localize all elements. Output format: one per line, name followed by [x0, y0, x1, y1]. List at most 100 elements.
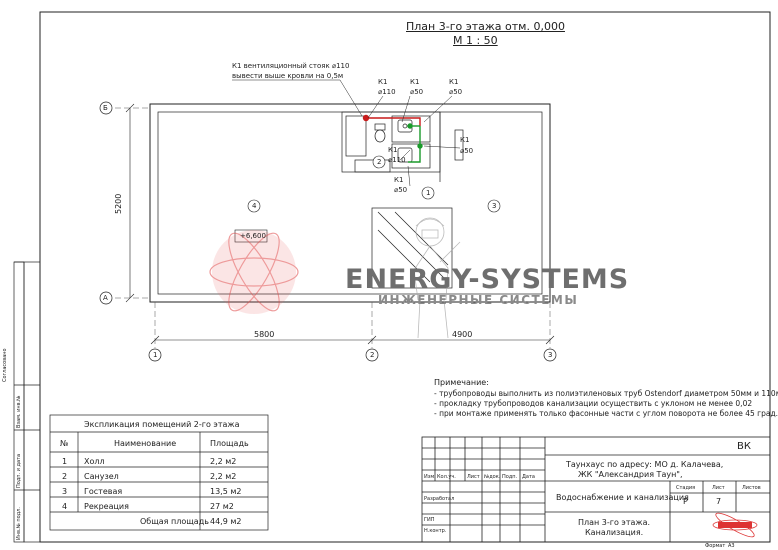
note-line: - при монтаже применять только фасонные … [434, 409, 778, 418]
axis-bubble-row-bottom [99, 291, 113, 305]
table-cell-name: Рекреация [84, 502, 129, 511]
pipe-label-dia: ⌀50 [394, 186, 408, 194]
stamp-sheet-label: Лист [712, 485, 725, 491]
pipe-label-dia: ⌀110 [378, 88, 396, 96]
table-cell-area: 27 м2 [210, 502, 234, 511]
pipe-label-dia: ⌀50 [460, 147, 474, 155]
leader-lines [232, 79, 461, 187]
stamp-format-label: Формат [705, 543, 726, 549]
margin-label: Подп. и дата [16, 453, 22, 488]
sewer-pipe-red [362, 114, 421, 126]
axis-label-col-1: 1 [153, 351, 158, 359]
stamp-role-developer: Разработал [424, 496, 455, 502]
explication-header-name: Наименование [114, 439, 177, 448]
room-circle-3 [487, 199, 501, 213]
dim-bottom-right: 4900 [452, 330, 473, 339]
table-cell-no: 3 [62, 487, 68, 496]
note-line: - трубопроводы выполнить из полиэтиленов… [434, 389, 778, 398]
stamp-sheet-title-1: План 3-го этажа. [578, 518, 651, 527]
axis-bubble-col-2 [365, 348, 379, 362]
pipe-label-name: К1 [378, 78, 388, 86]
stamp-address-2: ЖК "Александрия Таун", [578, 470, 683, 479]
dimension-lines [125, 103, 555, 345]
room-circle-1 [421, 186, 435, 200]
stamp-sheet-title-2: Канализация. [585, 528, 644, 537]
table-cell-name: Гостевая [84, 487, 123, 496]
margin-label: Согласовано [2, 348, 8, 382]
room-circle-4 [247, 199, 261, 213]
table-total-label: Общая площадь [140, 517, 209, 526]
pipe-label-name: К1 [449, 78, 459, 86]
pipe-label-name: К1 [394, 176, 404, 184]
watermark-atom-logo [209, 230, 299, 314]
dim-bottom-left: 5800 [254, 330, 275, 339]
sewer-pipe-green [407, 123, 423, 163]
axis-label-row-bottom: А [103, 294, 108, 302]
axis-bubble-row-top [99, 101, 113, 115]
margin-label: Инв.№ подл. [16, 507, 22, 540]
axis-bubble-col-1 [148, 348, 162, 362]
room-circle-2 [372, 155, 386, 169]
pipe-label-dia: ⌀50 [449, 88, 463, 96]
level-mark: +6,600 [240, 232, 266, 240]
axis-label-row-top: Б [103, 104, 108, 112]
stamp-section: Водоснабжение и канализация [556, 493, 689, 502]
table-cell-area: 13,5 м2 [210, 487, 242, 496]
note-line: - прокладку трубопроводов канализации ос… [434, 399, 753, 408]
table-cell-area: 2,2 м2 [210, 472, 237, 481]
table-cell-name: Санузел [84, 472, 119, 481]
table-cell-name: Холл [84, 457, 105, 466]
bathroom-partitions [341, 111, 464, 289]
stamp-sheets-label: Листов [742, 485, 761, 491]
explication-title: Экспликация помещений 2-го этажа [84, 420, 240, 429]
pipe-label-name: К1 [388, 146, 398, 154]
margin-strips [13, 261, 41, 543]
table-cell-area: 2,2 м2 [210, 457, 237, 466]
room-number: 4 [252, 202, 257, 210]
stamp-col-head: Подп. [502, 474, 518, 480]
table-cell-no: 4 [62, 502, 68, 511]
stamp-stage-label: Стадия [676, 485, 696, 491]
axis-label-col-2: 2 [370, 351, 375, 359]
axis-label-col-3: 3 [548, 351, 553, 359]
table-cell-no: 1 [62, 457, 68, 466]
explication-header-no: № [60, 439, 69, 448]
stamp-sheet: 7 [716, 497, 722, 506]
plan-title: План 3-го этажа отм. 0,000 [406, 20, 565, 33]
stamp-role-chief: ГИП [424, 517, 435, 523]
stamp-col-head: Изм. [424, 474, 436, 480]
explication-header-area: Площадь [210, 439, 249, 448]
notes-heading: Примечание: [434, 378, 489, 387]
pipe-label-dia: ⌀50 [410, 88, 424, 96]
plan-scale: М 1 : 50 [453, 34, 498, 47]
stamp-col-head: Дата [522, 474, 535, 480]
stamp-format: А3 [728, 543, 735, 549]
watermark-subtitle: ИНЖЕНЕРНЫЕ СИСТЕМЫ [378, 293, 579, 307]
stamp-address-1: Таунхаус по адресу: МО д. Калачева, [566, 460, 724, 469]
room-number: 3 [492, 202, 497, 210]
axis-bubbles [99, 101, 557, 362]
stamp-code: ВК [737, 441, 751, 452]
pipe-label-name: К1 [410, 78, 420, 86]
pipe-label-dia: ⌀110 [388, 156, 406, 164]
riser-note-line-1: К1 вентиляционный стояк ⌀110 [232, 62, 350, 70]
room-circles [247, 155, 501, 213]
room-number: 2 [377, 158, 382, 166]
company-logo [710, 512, 760, 538]
watermark-worker-figure [413, 217, 461, 339]
table-total-value: 44,9 м2 [210, 517, 242, 526]
pipe-label-name: К1 [460, 136, 470, 144]
axis-bubble-col-3 [543, 348, 557, 362]
room-number: 1 [426, 189, 431, 197]
axis-lines [115, 107, 551, 348]
watermark-title: ENERGY-SYSTEMS [345, 264, 630, 295]
riser-note-line-2: вывести выше кровли на 0,5м [232, 72, 344, 80]
stamp-stage: Р [683, 497, 688, 506]
stamp-role-control: Н.контр. [424, 528, 447, 534]
toilet-fixture [374, 123, 386, 143]
title-block-grid [421, 436, 771, 543]
stamp-col-head: №док. [484, 474, 501, 480]
margin-label: Взам. инв.№ [16, 395, 22, 428]
dim-left: 5200 [114, 193, 123, 214]
